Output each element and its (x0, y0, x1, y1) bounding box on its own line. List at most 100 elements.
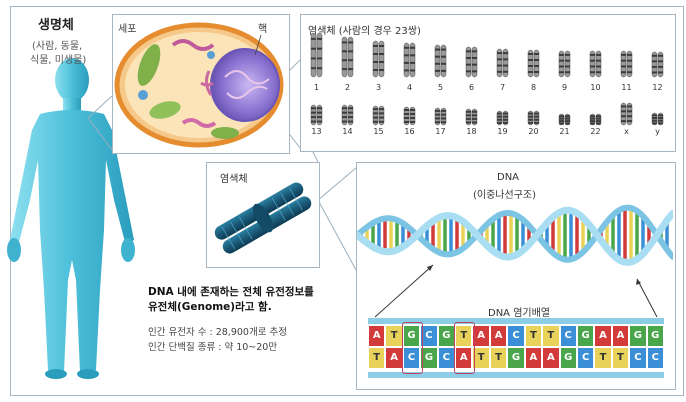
chromosome-number: 6 (468, 83, 475, 92)
cell-label: 세포 (118, 24, 137, 35)
dna-base: G (577, 326, 594, 346)
dna-base: T (369, 348, 385, 368)
chromosome-number: 10 (590, 83, 601, 92)
chromosome-pair (651, 112, 664, 126)
dna-base: G (630, 326, 646, 346)
organism-title: 생명체 (38, 18, 74, 33)
dna-base: A (490, 326, 507, 346)
chromosome-number: 2 (344, 83, 351, 92)
chromosome-pair (620, 102, 633, 126)
dna-base: A (386, 348, 402, 368)
chromosome-illustration (214, 182, 312, 254)
dna-base: C (560, 326, 576, 346)
chromosome-number: 14 (342, 127, 353, 136)
dna-base: T (543, 326, 559, 346)
dna-base: C (630, 348, 646, 368)
gene-count: 인간 유전자 수 : 28,900개로 추정 (148, 327, 287, 338)
dna-helix (357, 204, 673, 266)
chromosome-pair (372, 40, 385, 78)
chromosome-label: 염색체 (220, 174, 248, 185)
dna-base: T (525, 326, 542, 346)
chromosome-number: 1 (313, 83, 320, 92)
karyotype-title: 염색체 (사람의 경우 23쌍) (308, 26, 421, 37)
chromosome-pair (310, 104, 323, 126)
dna-base: C (438, 348, 455, 368)
chromosome-pair (465, 108, 478, 126)
chromosome-pair (310, 32, 323, 78)
chromosome-number: 5 (437, 83, 444, 92)
chromosome-pair (589, 50, 602, 78)
chromosome-pair (403, 42, 416, 78)
chromosome-pair (434, 107, 447, 126)
base-pair-highlight (454, 322, 476, 374)
dna-base: A (525, 348, 542, 368)
chromosome-pair (496, 48, 509, 78)
chromosome-number: 8 (530, 83, 537, 92)
base-pair-highlight (401, 322, 424, 374)
chromosome-pair (434, 44, 447, 78)
chromosome-pair (620, 50, 633, 78)
dna-base: T (595, 348, 611, 368)
dna-base: A (543, 348, 559, 368)
chromosome-number: x (624, 127, 629, 136)
dna-base: C (577, 348, 594, 368)
chromosome-pair (651, 51, 664, 78)
dna-base: C (647, 348, 663, 368)
cell-illustration (114, 22, 284, 148)
chromosome-pair (496, 110, 509, 126)
dna-base: A (595, 326, 611, 346)
dna-arrows (374, 264, 658, 318)
chromosome-pair (558, 50, 571, 78)
dna-base: C (403, 348, 420, 368)
chromosome-pair (558, 113, 571, 126)
dna-base: G (421, 348, 437, 368)
organism-subtitle-2: 식물, 미생물) (30, 55, 87, 66)
chromosome-number: 16 (404, 127, 415, 136)
chromosome-number: 22 (590, 127, 601, 136)
protein-count: 인간 단백질 종류 : 약 10~20만 (148, 342, 278, 353)
chromosome-number: 21 (559, 127, 570, 136)
dna-base: T (612, 348, 629, 368)
dna-base: C (508, 326, 524, 346)
sequence-backbone (368, 318, 664, 324)
karyotype-panel (300, 14, 676, 152)
chromosome-number: 13 (311, 127, 322, 136)
chromosome-pair (372, 105, 385, 126)
dna-base: G (560, 348, 576, 368)
chromosome-pair (527, 49, 540, 78)
dna-base: T (456, 326, 472, 346)
dna-base: T (490, 348, 507, 368)
dna-base: A (473, 326, 489, 346)
dna-base: G (508, 348, 524, 368)
chromosome-karyotype (310, 32, 664, 126)
sequence-backbone (368, 372, 664, 378)
helix-backbone (357, 204, 673, 263)
dna-title: DNA (497, 172, 520, 183)
dna-base: A (612, 326, 629, 346)
chromosome-number: 17 (435, 127, 446, 136)
chromosome-pair (341, 36, 354, 78)
chromosome-number: 12 (652, 83, 663, 92)
nucleus-label: 핵 (258, 24, 268, 35)
dna-base: G (438, 326, 455, 346)
chromosome-number: 19 (497, 127, 508, 136)
dna-sequence-label: DNA 염기배열 (488, 308, 551, 319)
chromosome-number: 18 (466, 127, 477, 136)
chromosome-number: 15 (373, 127, 384, 136)
dna-base: G (403, 326, 420, 346)
chromosome-pair (589, 113, 602, 126)
dna-base: G (647, 326, 663, 346)
chromosome-pair (403, 106, 416, 126)
dna-subtitle: (이중나선구조) (473, 190, 537, 201)
dna-base: T (473, 348, 489, 368)
chromosome-number: 4 (406, 83, 413, 92)
chromosome-pair (341, 104, 354, 126)
dna-base: A (369, 326, 385, 346)
genome-definition-2: 유전체(Genome)라고 함. (148, 301, 272, 313)
chromosome-pair (465, 46, 478, 78)
genome-definition-1: DNA 내에 존재하는 전체 유전정보를 (148, 286, 314, 298)
chromosome-number: 11 (621, 83, 632, 92)
organism-subtitle-1: (사람, 동물, (32, 41, 83, 52)
dna-base: C (421, 326, 437, 346)
